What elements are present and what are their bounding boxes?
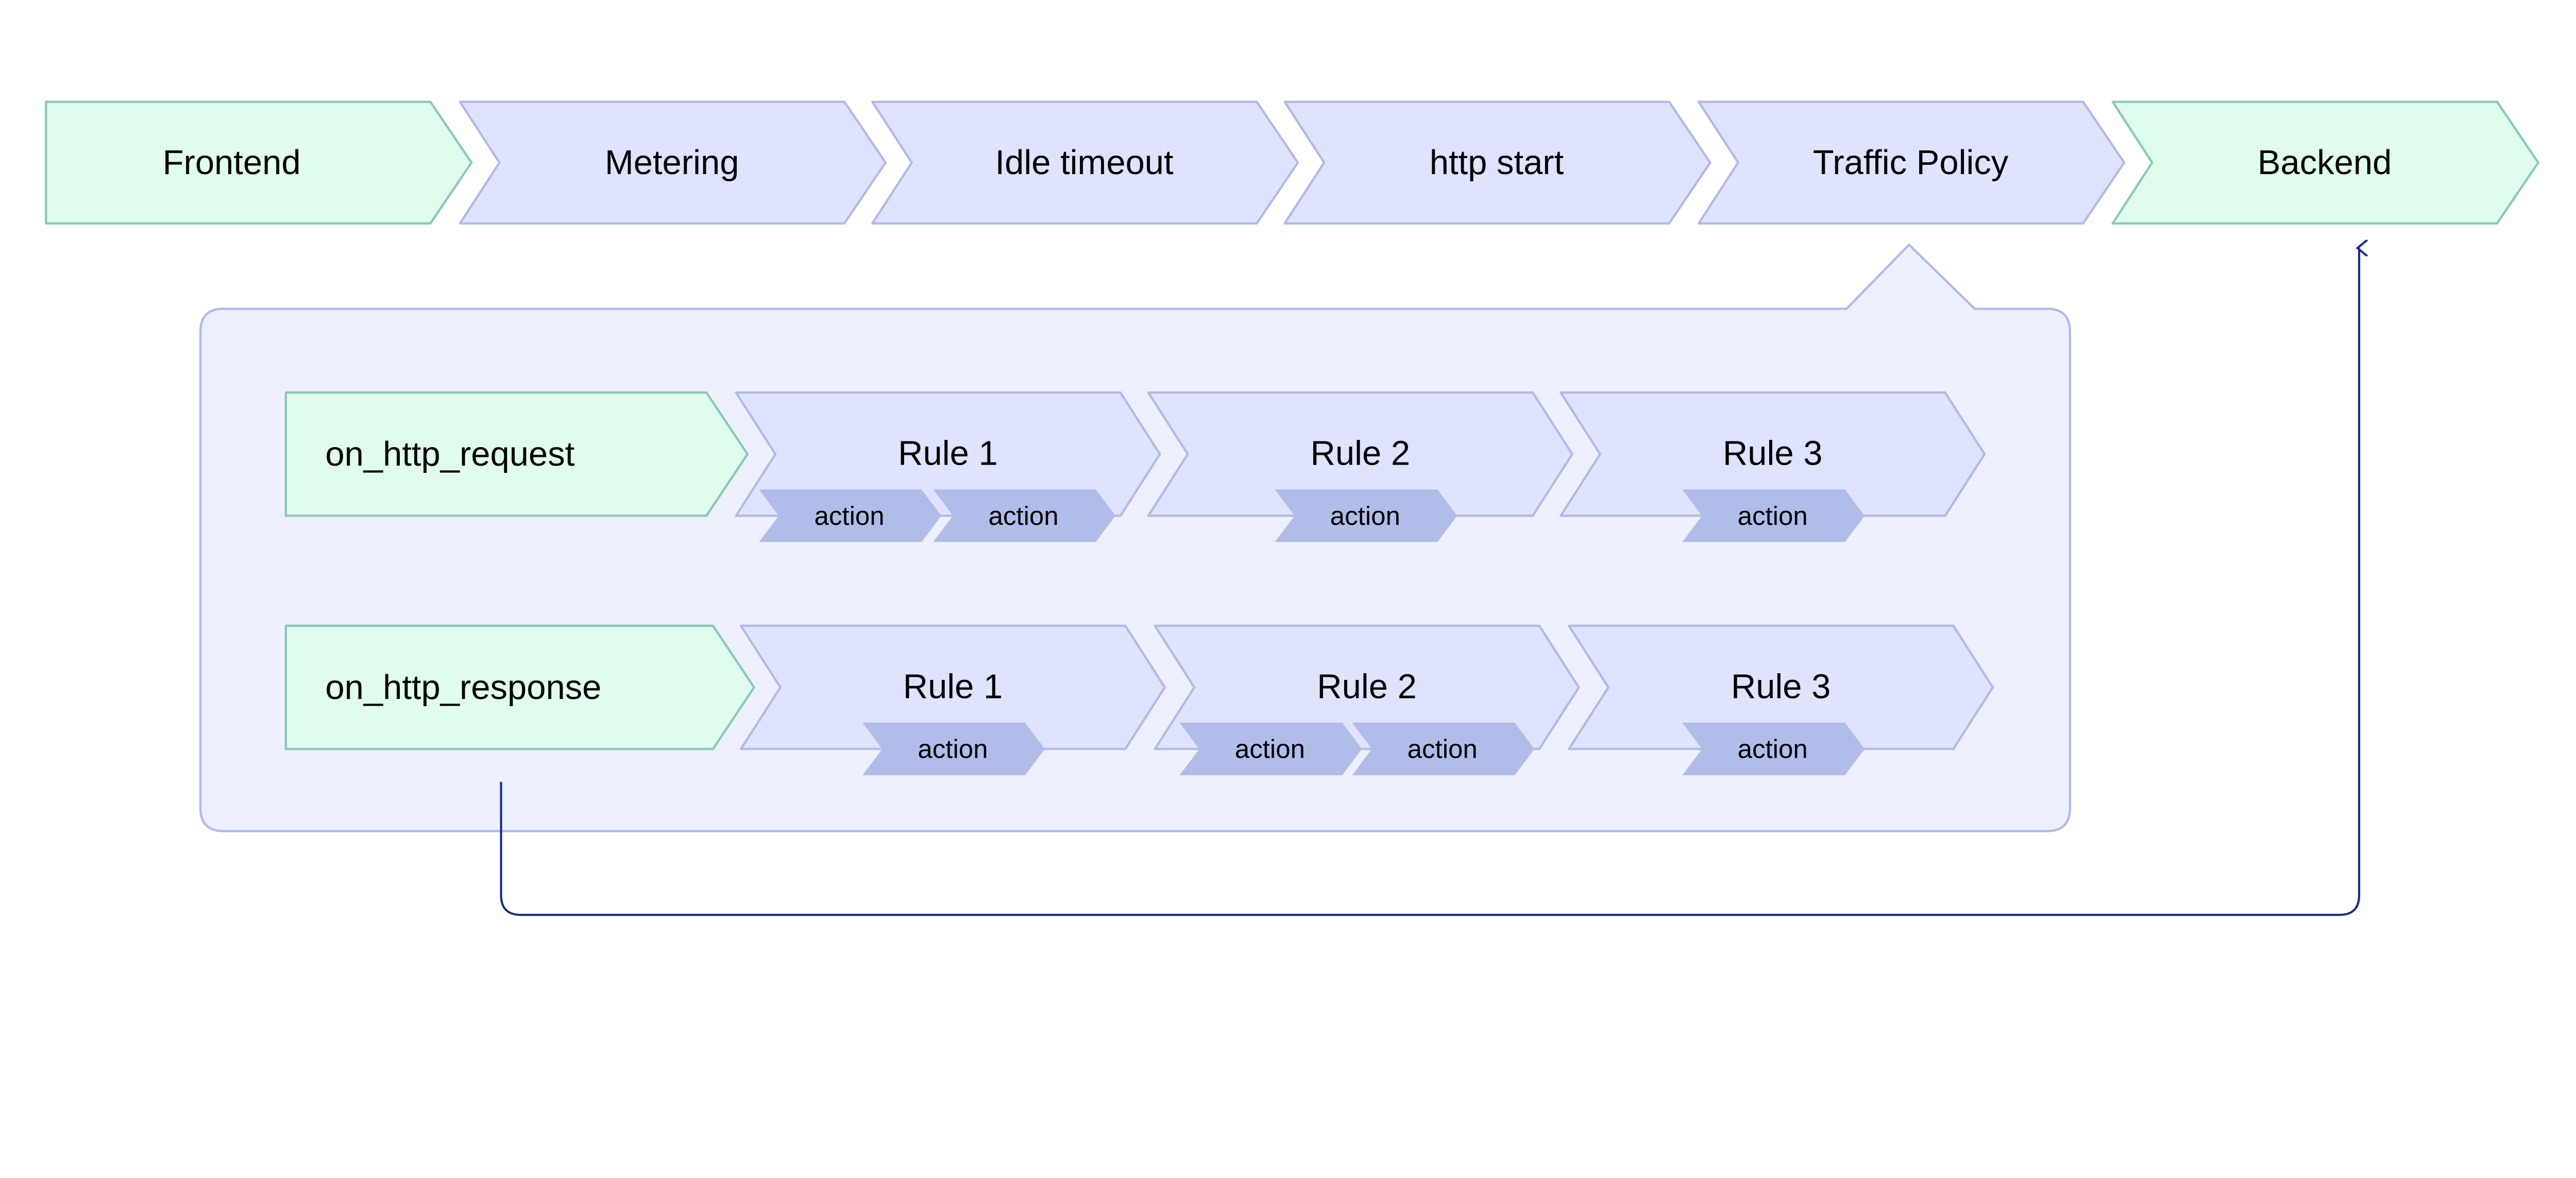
rule-1: Rule 1 action action <box>735 391 1161 542</box>
rule-label: Rule 2 <box>1317 667 1417 706</box>
rule-label: Rule 3 <box>1731 667 1831 706</box>
action-chip: action <box>862 723 1045 776</box>
rule-label: Rule 2 <box>1311 434 1411 473</box>
action-chevron <box>933 489 1116 542</box>
action-label: action <box>918 735 988 764</box>
pipeline-stage-traffic-policy: Traffic Policy <box>1697 100 2126 225</box>
pipeline-stage-frontend: Frontend <box>45 100 473 225</box>
stage-label: Idle timeout <box>995 143 1174 182</box>
rule-2: Rule 2 action <box>1147 391 1573 542</box>
stage-label: http start <box>1430 143 1564 182</box>
phase-chevron <box>284 391 749 517</box>
action-chip: action <box>1682 489 1865 542</box>
action-label: action <box>989 501 1059 531</box>
stage-chevron <box>871 100 1299 225</box>
stage-label: Metering <box>605 143 739 182</box>
action-label: action <box>1738 735 1808 764</box>
action-chevron <box>1682 723 1865 776</box>
phase-on-http-response: on_http_response Rule 1 action Rule 2 action… <box>284 624 1994 776</box>
action-chevron <box>1352 723 1535 776</box>
pipeline-stage-backend: Backend <box>2111 100 2539 225</box>
action-label: action <box>1330 501 1400 531</box>
pipeline-stage-metering: Metering <box>459 100 887 225</box>
action-chip: action <box>1275 489 1458 542</box>
action-label: action <box>815 501 885 531</box>
stage-chevron <box>1697 100 2126 225</box>
action-chip: action <box>1179 723 1362 776</box>
phase-label: on_http_response <box>325 668 601 707</box>
action-chevron <box>759 489 942 542</box>
action-chevron <box>1179 723 1362 776</box>
pipeline-stage-idle-timeout: Idle timeout <box>871 100 1299 225</box>
traffic-policy-diagram: Frontend Metering Idle timeout http start Tr… <box>45 100 2539 916</box>
rule-chevron <box>1147 391 1573 517</box>
rule-label: Rule 3 <box>1723 434 1823 473</box>
action-chip: action <box>1682 723 1865 776</box>
phase-label: on_http_request <box>325 435 574 473</box>
rule-label: Rule 1 <box>903 667 1003 706</box>
action-chevron <box>1682 489 1865 542</box>
rule-chevron <box>1154 624 1580 750</box>
action-chip: action <box>933 489 1116 542</box>
action-label: action <box>1738 501 1808 531</box>
stage-chevron <box>459 100 887 225</box>
rule-3: Rule 3 action <box>1568 624 1994 776</box>
response-return-arrow <box>500 248 2359 916</box>
rule-chevron <box>739 624 1166 750</box>
rule-chevron <box>1568 624 1994 750</box>
action-chip: action <box>759 489 942 542</box>
action-chip: action <box>1352 723 1535 776</box>
action-chevron <box>862 723 1045 776</box>
action-label: action <box>1235 735 1305 764</box>
rule-3: Rule 3 action <box>1560 391 1986 542</box>
action-label: action <box>1408 735 1478 764</box>
rule-2: Rule 2 action action <box>1154 624 1580 776</box>
stage-label: Traffic Policy <box>1813 143 2009 182</box>
stage-label: Frontend <box>163 143 301 182</box>
pipeline-stage-http-start: http start <box>1283 100 1711 225</box>
stage-chevron <box>1283 100 1711 225</box>
rule-label: Rule 1 <box>898 434 998 473</box>
action-chevron <box>1275 489 1458 542</box>
rule-chevron <box>1560 391 1986 517</box>
rule-1: Rule 1 action <box>739 624 1166 776</box>
pipeline: Frontend Metering Idle timeout http start Tr… <box>45 100 2539 225</box>
phase-chevron <box>284 624 755 750</box>
rule-chevron <box>735 391 1161 517</box>
stage-chevron <box>2111 100 2539 225</box>
phase-on-http-request: on_http_request Rule 1 action action Rule 2 a… <box>284 391 1986 542</box>
stage-label: Backend <box>2258 143 2392 182</box>
stage-chevron <box>45 100 473 225</box>
